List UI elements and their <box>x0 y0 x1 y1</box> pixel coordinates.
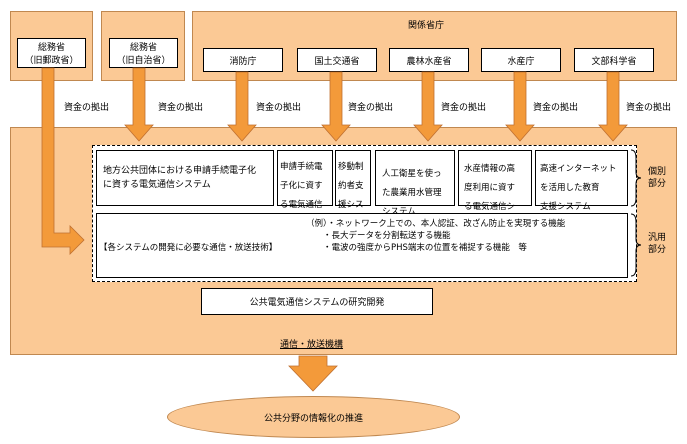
research-box: 公共電気通信システムの研究開発 <box>201 288 433 315</box>
individual-brace <box>630 149 642 207</box>
fire-down-arrow <box>227 71 257 142</box>
general-brace <box>630 213 642 277</box>
mha-name: 総務省 <box>129 43 157 53</box>
funding-label-1: 資金の拠出 <box>64 103 110 113</box>
common-example-2: ・長大データを分割転送する機能 <box>323 231 451 241</box>
mha-down-arrow <box>124 67 154 142</box>
funding-label-6: 資金の拠出 <box>533 103 579 113</box>
mha-ministry-label: 総務省 （旧自治省） <box>109 38 178 68</box>
mpt-ministry-label: 総務省 （旧郵政省） <box>17 38 86 68</box>
result-ellipse: 公共分野の情報化の推進 <box>167 396 460 438</box>
mha-sub: （旧自治省） <box>116 56 171 66</box>
funding-label-2: 資金の拠出 <box>158 103 204 113</box>
mext-down-arrow <box>598 71 628 142</box>
system-fishery-info: 水産情報の高 度利用に資す る電気通信シ ステム <box>458 150 532 231</box>
funding-label-3: 資金の拠出 <box>256 103 302 113</box>
common-bracket-label: 【各システムの開発に必要な通信・放送技術】 <box>99 243 278 253</box>
fisheries-down-arrow <box>505 71 535 142</box>
general-part-label: 汎用 部分 <box>647 233 666 255</box>
maff-down-arrow <box>413 71 443 142</box>
agency-fire: 消防庁 <box>203 48 283 72</box>
funding-label-5: 資金の拠出 <box>441 103 487 113</box>
system-satellite-agri: 人工衛星を使っ た農業用水管理 システム <box>375 150 455 217</box>
system-education: 高速インターネット を活用した教育 支援システム <box>535 150 628 212</box>
mpt-l-arrow <box>41 67 85 255</box>
result-arrow <box>288 355 338 392</box>
funding-label-7: 資金の拠出 <box>626 103 672 113</box>
system-electronic-application: 申請手続電 子化に資す る電気通信 システム <box>277 150 333 229</box>
organization-label: 通信・放送機構 <box>280 340 344 350</box>
system-mobility-support: 移動制 約者支 援シス テム <box>335 150 371 229</box>
mlit-down-arrow <box>321 71 351 142</box>
related-agencies-title: 関係省庁 <box>408 21 445 31</box>
individual-part-label: 個別 部分 <box>647 167 666 189</box>
common-example-1: （例）・ネットワーク上での、本人認証、改ざん防止を実現する機能 <box>306 219 566 229</box>
common-tech-box <box>96 213 628 278</box>
agency-maff: 農林水産省 <box>389 48 469 72</box>
common-example-3: ・電波の強度からPHS端末の位置を補捉する機能 等 <box>323 243 527 253</box>
funding-label-4: 資金の拠出 <box>348 103 394 113</box>
agency-mext: 文部科学省 <box>574 48 654 72</box>
agency-mlit: 国土交通省 <box>297 48 377 72</box>
mpt-sub: （旧郵政省） <box>24 56 79 66</box>
mpt-name: 総務省 <box>37 43 65 53</box>
system-local-gov: 地方公共団体における申請手続電子化 に資する電気通信システム <box>96 150 274 206</box>
agency-fisheries: 水産庁 <box>481 48 561 72</box>
